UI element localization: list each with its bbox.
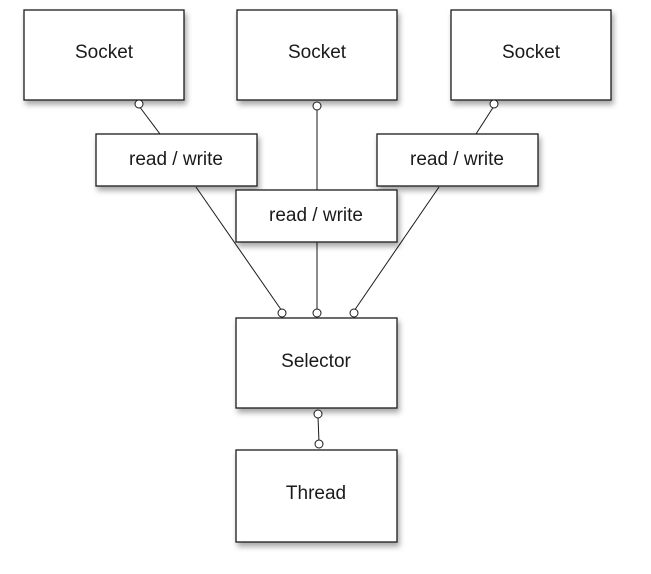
channel-3-connector — [353, 186, 440, 312]
selector-label: Selector — [281, 351, 351, 372]
socket-1-port — [134, 99, 144, 109]
socket-3-connector — [475, 105, 495, 135]
socket-1-connector — [138, 105, 161, 135]
selector-box: Selector — [235, 317, 398, 409]
thread-label: Thread — [286, 483, 346, 504]
socket-label-3: Socket — [502, 42, 561, 63]
thread-box: Thread — [235, 449, 398, 543]
channel-1-connector — [195, 186, 283, 312]
channel-box-1: read / write — [95, 133, 258, 187]
channel-label-2: read / write — [269, 205, 363, 226]
socket-2-port — [312, 101, 322, 111]
socket-box-1: Socket — [23, 9, 185, 101]
channel-label-3: read / write — [410, 149, 504, 170]
selector-port-center — [312, 308, 322, 318]
thread-connector — [317, 416, 320, 443]
socket-box-2: Socket — [236, 9, 398, 101]
channel-label-1: read / write — [129, 149, 223, 170]
channel-box-3: read / write — [376, 133, 539, 187]
socket-label-1: Socket — [75, 42, 134, 63]
selector-port-right — [349, 308, 359, 318]
socket-box-3: Socket — [450, 9, 612, 101]
selector-port-left — [277, 308, 287, 318]
thread-port — [314, 439, 324, 449]
selector-port-bottom — [313, 409, 323, 419]
channel-box-2: read / write — [235, 189, 398, 243]
ports — [134, 99, 499, 449]
socket-label-2: Socket — [288, 42, 347, 63]
socket-3-port — [489, 99, 499, 109]
